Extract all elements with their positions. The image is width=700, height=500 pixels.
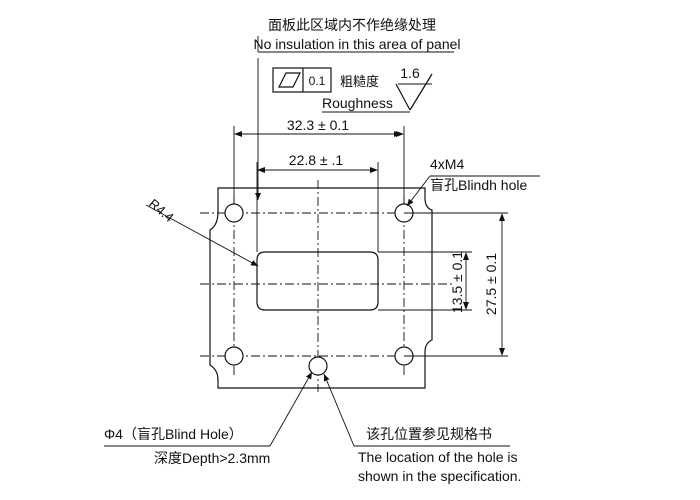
mounting-hole-bottom-left	[224, 346, 244, 366]
hole-location-note-cn: 该孔位置参见规格书	[366, 426, 492, 442]
center-hole-leader	[104, 371, 313, 447]
flatness-symbol-icon	[278, 72, 301, 88]
radius-leader	[145, 204, 259, 267]
center-hole-diameter-label: Φ4（盲孔Blind Hole）	[104, 426, 243, 442]
flatness-value: 0.1	[309, 74, 326, 88]
no-insulation-note-cn: 面板此区域内不作绝缘处理	[268, 17, 436, 33]
dimension-hole-spacing-horizontal-label: 32.3 ± 0.1	[287, 117, 349, 133]
no-insulation-leader	[255, 36, 454, 200]
flange-outline	[209, 187, 433, 389]
roughness-label-en: Roughness	[322, 95, 393, 111]
radius-label: R4.4	[146, 196, 177, 225]
dimension-hole-spacing-horizontal	[233, 126, 405, 210]
center-hole-depth-label: 深度Depth>2.3mm	[154, 450, 270, 466]
dimension-window-height-label: 13.5 ± 0.1	[449, 251, 465, 313]
rectangular-window	[256, 251, 379, 311]
blind-hole-label: 盲孔Blindh hole	[430, 177, 527, 193]
flatness-tolerance-frame: 0.1	[272, 67, 332, 93]
thread-spec-label: 4xM4	[430, 156, 464, 172]
dimension-window-width	[256, 162, 379, 252]
dimension-window-height	[378, 251, 472, 311]
dimension-hole-spacing-vertical-label: 27.5 ± 0.1	[483, 253, 499, 315]
hole-location-note-en-1: The location of the hole is	[358, 449, 518, 465]
dimension-hole-spacing-vertical	[404, 212, 508, 357]
mounting-hole-top-left	[224, 203, 244, 223]
hole-location-leader	[323, 373, 510, 447]
roughness-value: 1.6	[400, 65, 420, 81]
thread-leader	[406, 175, 540, 207]
center-blind-hole	[308, 356, 328, 376]
no-insulation-note-en: No insulation in this area of panel	[253, 36, 460, 52]
roughness-symbol-icon	[322, 73, 433, 113]
dimension-window-width-label: 22.8 ± .1	[289, 152, 344, 168]
hole-location-note-en-2: shown in the specification.	[358, 468, 521, 484]
roughness-label-cn: 粗糙度	[340, 74, 379, 89]
